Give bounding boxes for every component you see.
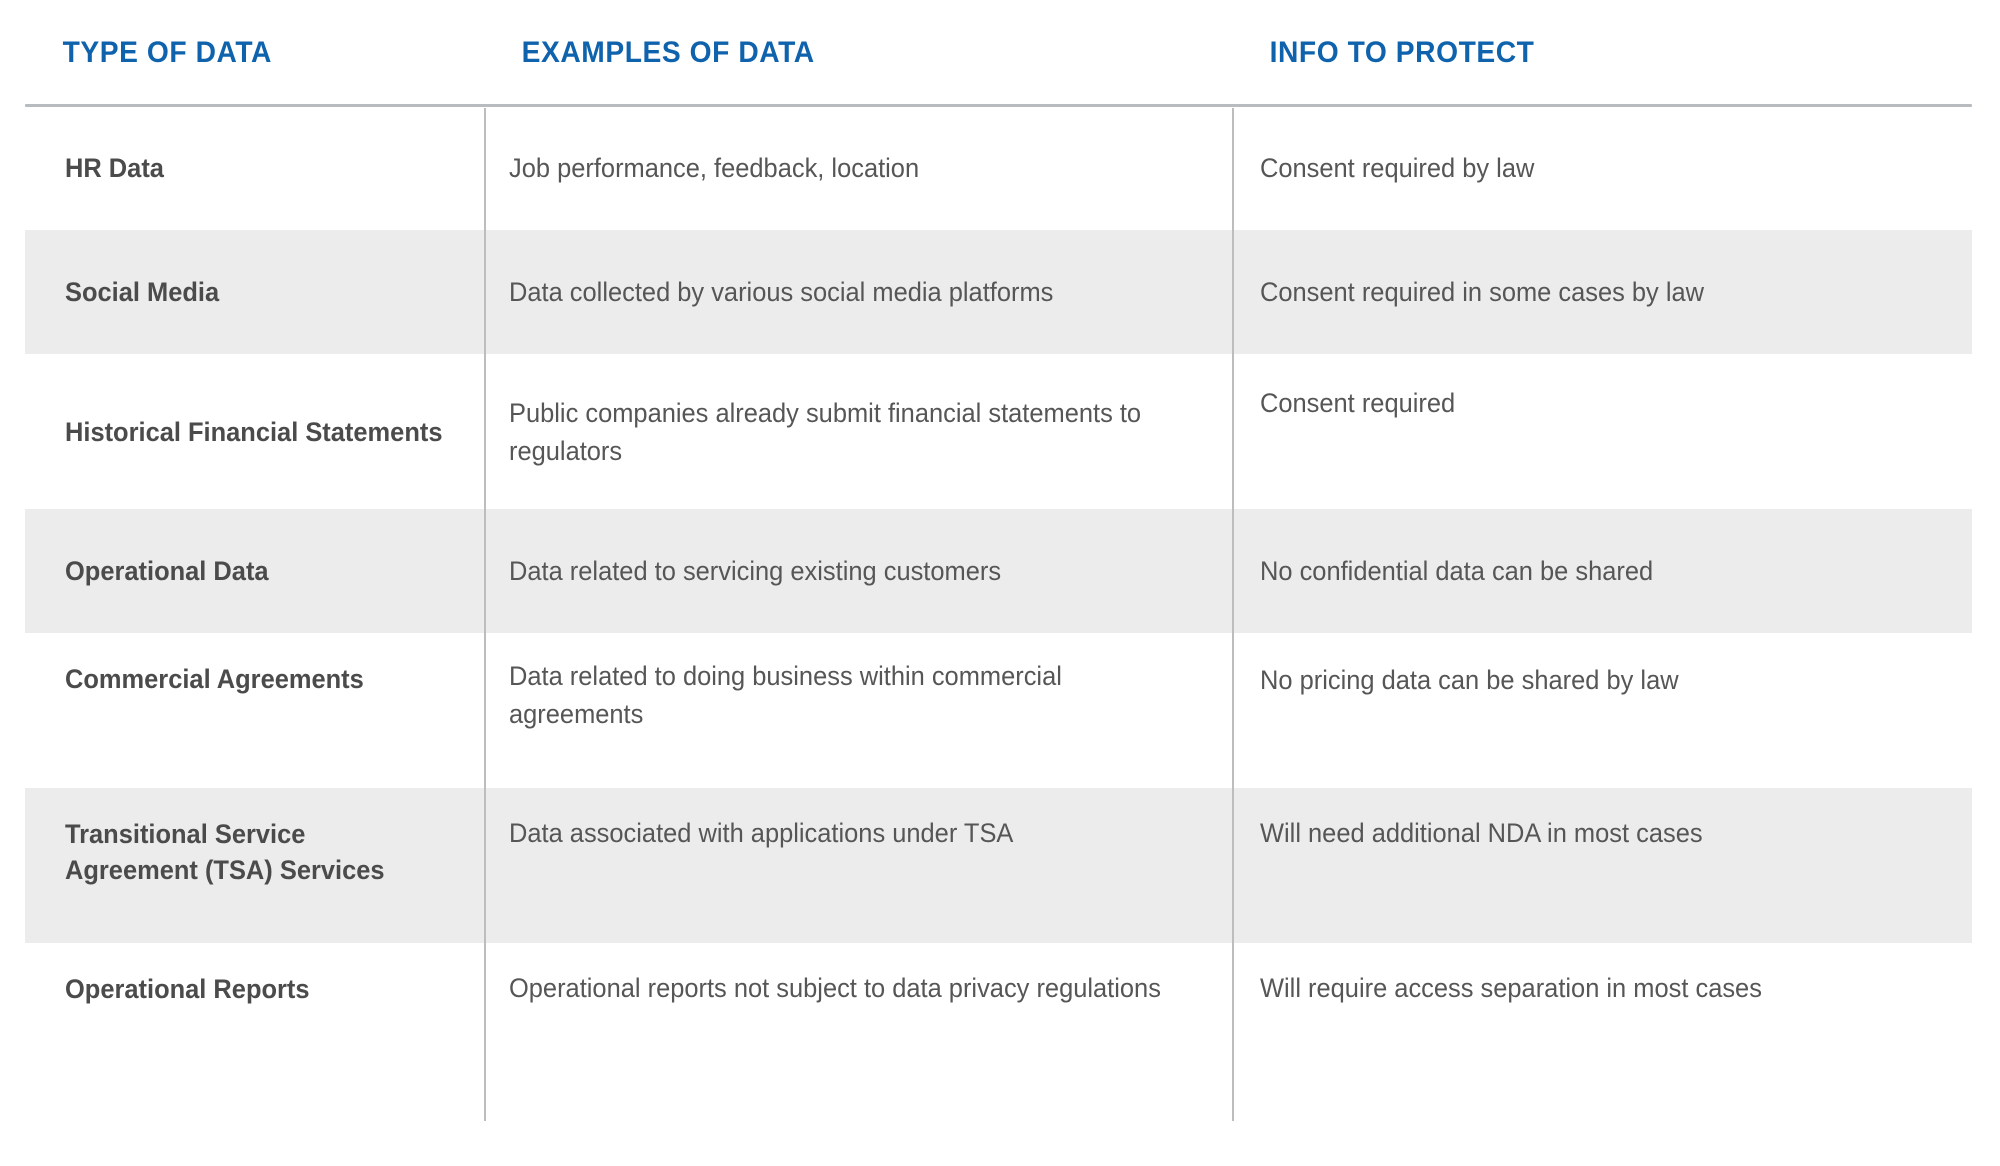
- column-header-examples-of-data: EXAMPLES OF DATA: [521, 36, 815, 69]
- cell-type-of-data: Commercial Agreements: [0, 633, 484, 788]
- row-examples: Data related to doing business within co…: [509, 661, 1062, 729]
- row-info: No confidential data can be shared: [1260, 556, 1654, 586]
- header-divider-rule: [25, 104, 1972, 107]
- cell-type-of-data: Operational Data: [0, 509, 484, 633]
- row-label: Social Media: [65, 277, 220, 307]
- row-label: Commercial Agreements: [65, 664, 364, 694]
- table-row: Commercial Agreements Data related to do…: [0, 633, 2000, 788]
- row-info: Consent required in some cases by law: [1260, 277, 1705, 307]
- row-label: HR Data: [65, 153, 164, 183]
- cell-type-of-data: Historical Financial Statements: [0, 354, 484, 509]
- table-body: HR Data Job performance, feedback, locat…: [0, 106, 2000, 1119]
- cell-type-of-data: HR Data: [0, 106, 484, 230]
- row-info: No pricing data can be shared by law: [1260, 665, 1679, 695]
- row-examples: Job performance, feedback, location: [509, 153, 920, 183]
- column-divider-2: [1232, 108, 1234, 1121]
- row-info: Will require access separation in most c…: [1260, 973, 1762, 1003]
- column-header-info-to-protect: INFO TO PROTECT: [1269, 36, 1535, 69]
- table-row: Historical Financial Statements Public c…: [0, 354, 2000, 509]
- row-examples: Public companies already submit financia…: [509, 397, 1142, 466]
- row-examples: Data associated with applications under …: [509, 818, 1014, 848]
- cell-info-to-protect: Will require access separation in most c…: [1232, 943, 2000, 1119]
- row-examples: Operational reports not subject to data …: [509, 973, 1161, 1003]
- column-header-type-of-data: TYPE OF DATA: [62, 36, 272, 69]
- cell-info-to-protect: Consent required by law: [1232, 106, 2000, 230]
- cell-examples-of-data: Job performance, feedback, location: [484, 106, 1232, 230]
- row-info: Consent required by law: [1260, 153, 1535, 183]
- row-label: Operational Reports: [65, 974, 310, 1004]
- cell-examples-of-data: Operational reports not subject to data …: [484, 943, 1232, 1119]
- table-row: Social Media Data collected by various s…: [0, 230, 2000, 354]
- cell-info-to-protect: No confidential data can be shared: [1232, 509, 2000, 633]
- row-label: Historical Financial Statements: [65, 416, 443, 447]
- cell-info-to-protect: Consent required in some cases by law: [1232, 230, 2000, 354]
- column-divider-1: [484, 108, 486, 1121]
- row-background: [25, 788, 1972, 943]
- row-label: Operational Data: [65, 556, 269, 586]
- cell-examples-of-data: Public companies already submit financia…: [484, 354, 1232, 509]
- table-row: HR Data Job performance, feedback, locat…: [0, 106, 2000, 230]
- row-background: [25, 230, 1972, 354]
- cell-info-to-protect: Consent required: [1232, 354, 2000, 509]
- table-row: Operational Data Data related to servici…: [0, 509, 2000, 633]
- row-info: Consent required: [1260, 388, 1456, 418]
- cell-examples-of-data: Data related to doing business within co…: [484, 633, 1232, 788]
- row-examples: Data related to servicing existing custo…: [509, 556, 1002, 586]
- row-label: Transitional Service Agreement (TSA) Ser…: [65, 819, 385, 885]
- cell-examples-of-data: Data related to servicing existing custo…: [484, 509, 1232, 633]
- row-background: [25, 509, 1972, 633]
- cell-examples-of-data: Data associated with applications under …: [484, 788, 1232, 943]
- table-row: Transitional Service Agreement (TSA) Ser…: [0, 788, 2000, 943]
- cell-type-of-data: Social Media: [0, 230, 484, 354]
- row-examples: Data collected by various social media p…: [509, 277, 1054, 307]
- row-info: Will need additional NDA in most cases: [1260, 818, 1703, 848]
- cell-type-of-data: Operational Reports: [0, 943, 484, 1119]
- table-header-row: TYPE OF DATA EXAMPLES OF DATA INFO TO PR…: [0, 0, 2000, 106]
- cell-examples-of-data: Data collected by various social media p…: [484, 230, 1232, 354]
- cell-info-to-protect: Will need additional NDA in most cases: [1232, 788, 2000, 943]
- table-row: Operational Reports Operational reports …: [0, 943, 2000, 1119]
- cell-info-to-protect: No pricing data can be shared by law: [1232, 633, 2000, 788]
- cell-type-of-data: Transitional Service Agreement (TSA) Ser…: [0, 788, 484, 943]
